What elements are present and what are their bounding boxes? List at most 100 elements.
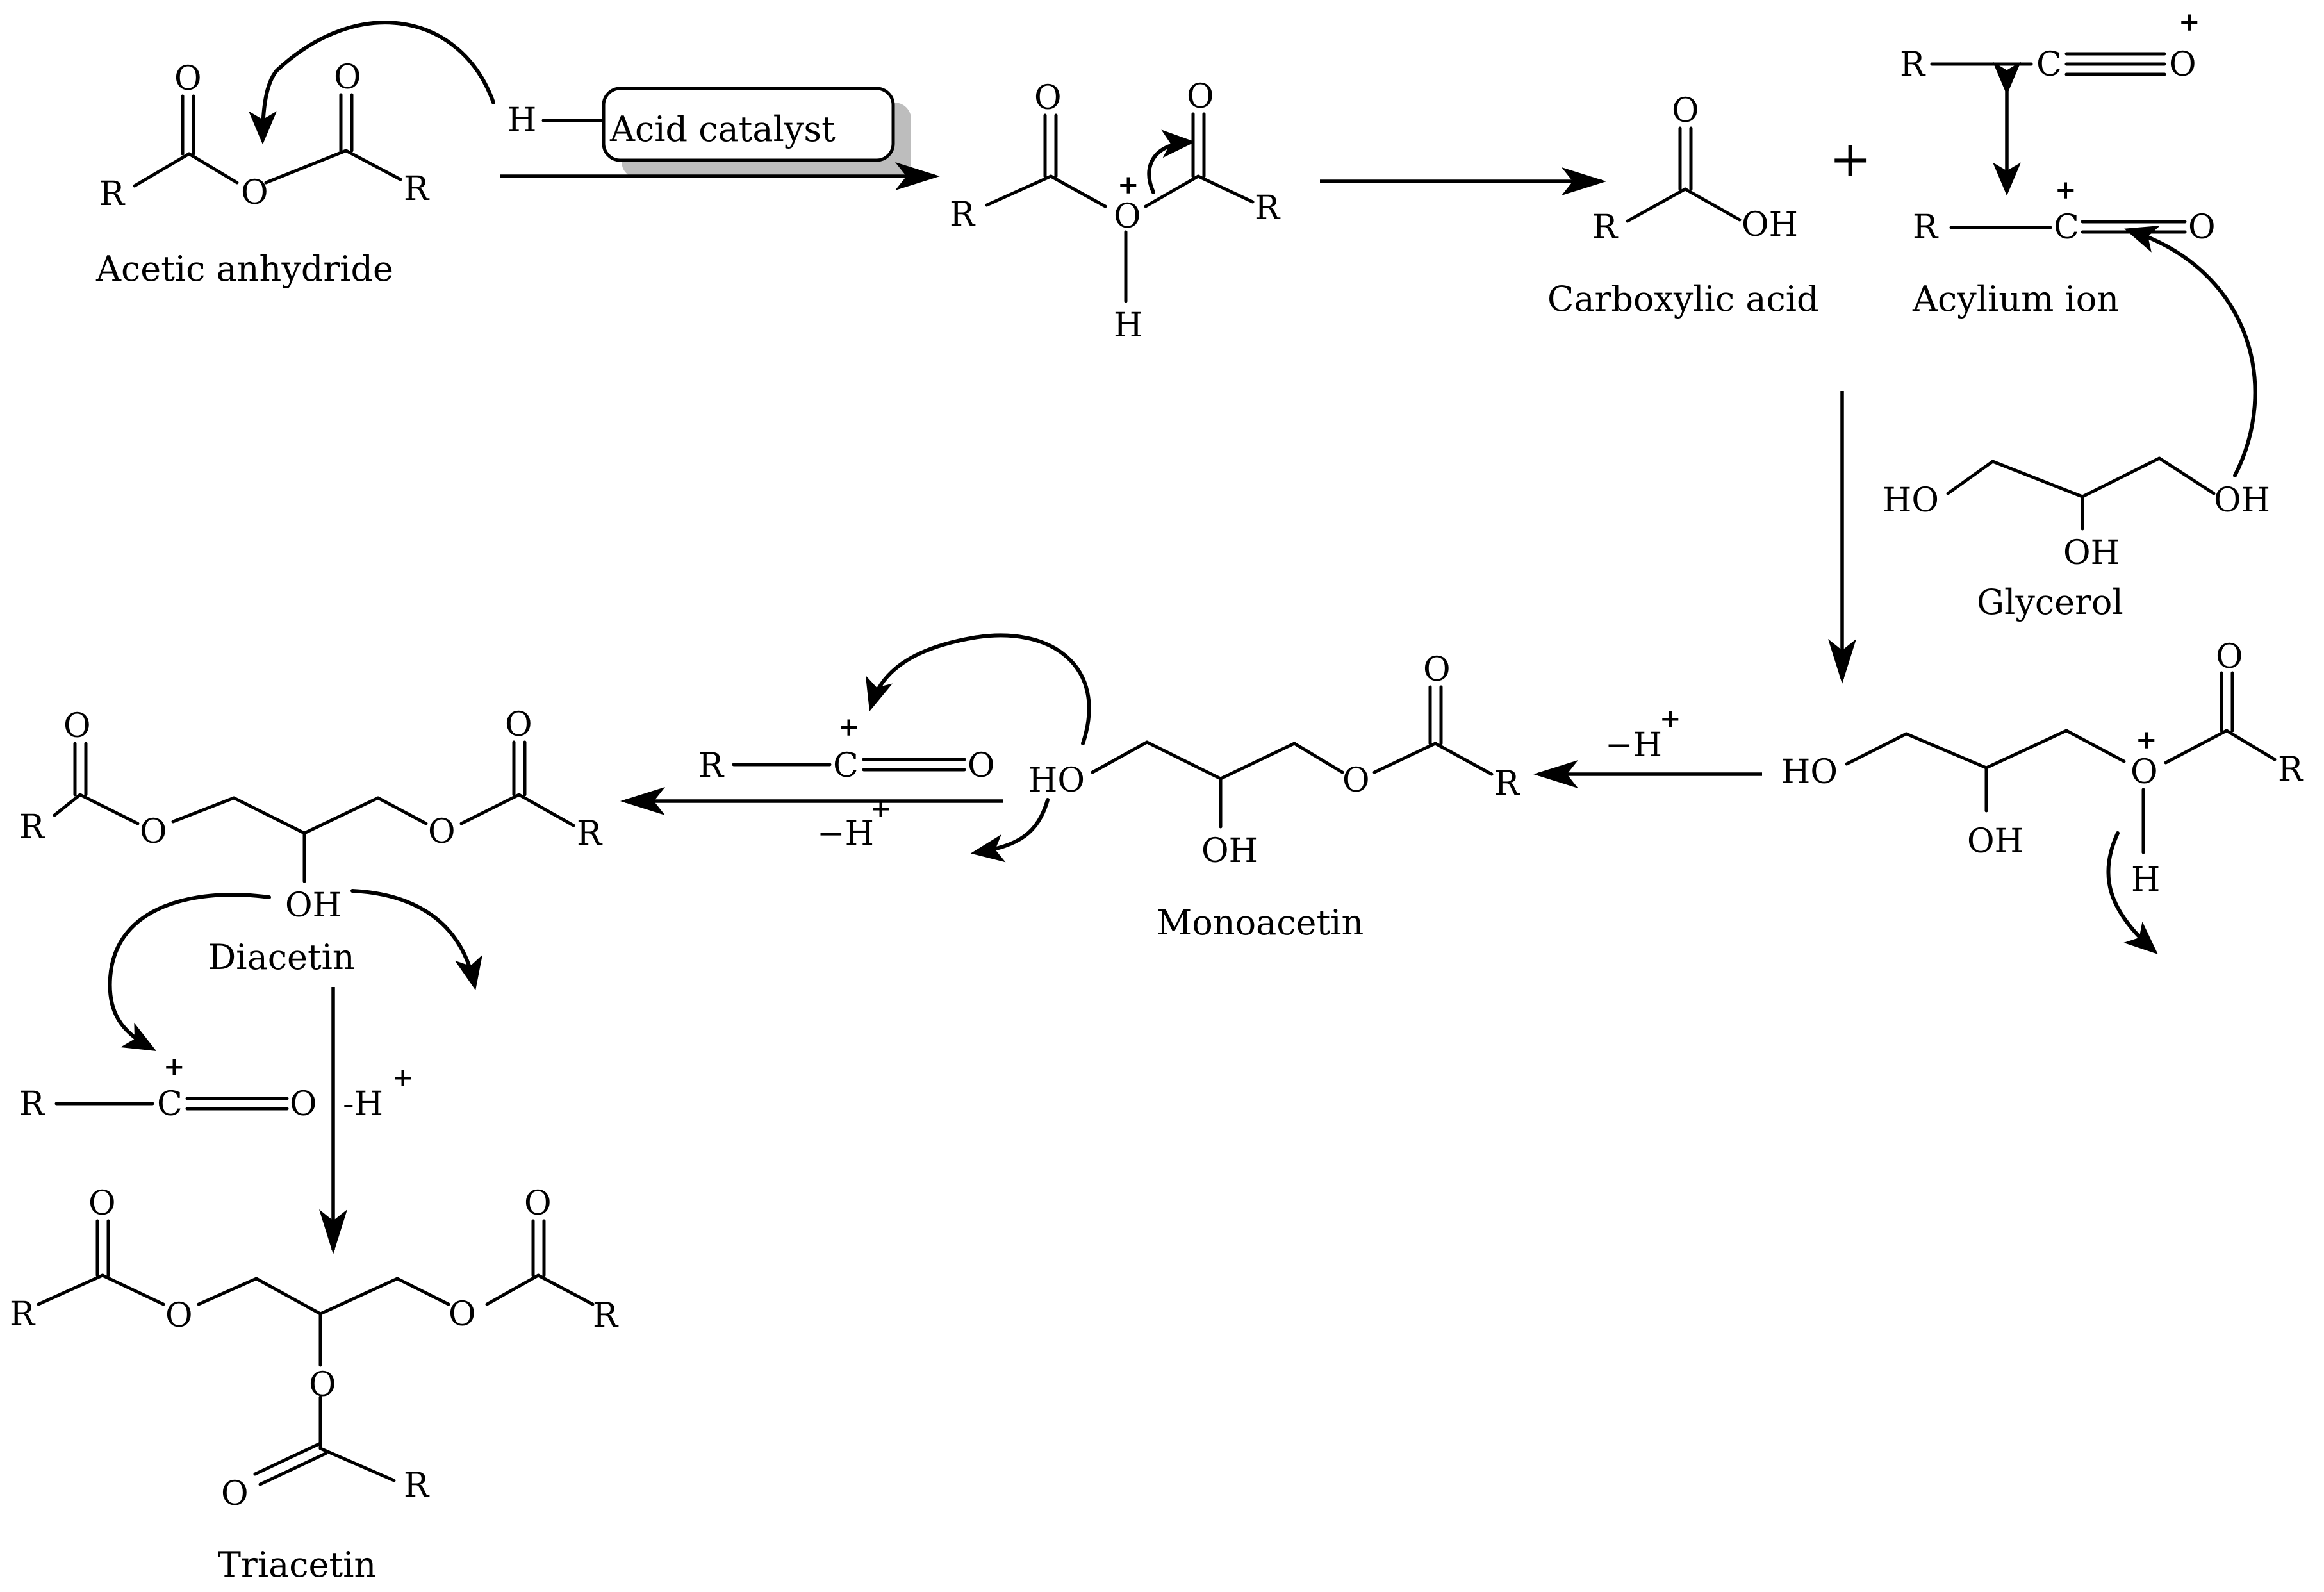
monoacetin-structure: HO OH O O R [1028,651,1520,870]
curly-arrow-deprotonation-2 [970,798,1050,863]
acyl-top-o: O [2169,46,2196,84]
curly-arrow-protonation [249,21,495,145]
step6-minus-h: -H [343,1085,383,1124]
tri-o-carbonyl-bottom: O [221,1475,249,1513]
step4-minus-h: −H [1605,726,1662,765]
acyl3-plus: + [163,1052,185,1082]
tri-o-bridge-left: O [165,1297,193,1335]
mono-oh: OH [1201,832,1258,870]
acyl-top-plus: + [2179,7,2200,37]
acylium-step5: R + C O [698,712,995,785]
mono-ho: HO [1028,761,1085,800]
pm-h: H [2131,861,2160,899]
di-oh: OH [285,886,342,925]
acylium-resonance-bottom: R + C O [1913,175,2216,247]
mono-o-carbonyl: O [1423,651,1451,689]
label-glycerol: Glycerol [1977,582,2123,622]
acyl3-r: R [19,1085,45,1124]
catalyst-h: H [507,101,536,140]
di-o-bridge-right: O [428,813,456,851]
tri-r-bottom: R [404,1466,430,1505]
acyl3-c: C [157,1085,183,1124]
plus-sign: + [1829,131,1871,188]
curly-arrow-deprotonation-3 [350,889,482,991]
acyl-bottom-o: O [2188,208,2216,247]
label-monoacetin: Monoacetin [1157,902,1364,943]
pa-plus-charge: + [1117,170,1139,200]
curly-arrow-cleavage [1147,129,1196,194]
pa-o-carbonyl-left: O [1034,79,1062,117]
acyl2-plus: + [838,712,860,742]
anhydride-r-right: R [404,170,430,208]
step5-minus-h: −H [817,815,874,853]
label-triacetin: Triacetin [218,1545,376,1585]
acyl-bottom-r: R [1913,208,1939,247]
curly-arrow-di-attack [108,893,271,1052]
acetic-anhydride-structure: R O O O R [99,58,430,213]
acyl-top-c: C [2036,46,2062,84]
acylium-step6: R + C O [19,1052,317,1124]
pa-r-right: R [1255,189,1281,228]
pm-ho: HO [1781,753,1838,792]
acid-catalyst-box [602,87,895,162]
mono-o-bridge: O [1342,761,1370,800]
pm-oh: OH [1967,822,2023,861]
triacetin-structure: R O O O O R O O R [10,1184,619,1513]
pa-r-left: R [950,195,976,234]
tri-r-left: R [10,1295,36,1334]
acyl2-c: C [833,747,859,785]
acid-catalyst-group: H Acid catalyst [507,87,911,178]
acyl3-o: O [290,1085,317,1124]
di-r-left: R [19,808,45,847]
pm-plus: + [2136,725,2157,755]
step6-plus: + [392,1063,414,1093]
curly-arrow-deprotonation-1 [2106,831,2158,954]
glycerol-structure: HO OH OH [1883,456,2270,572]
ca-r: R [1592,208,1619,247]
di-o-carbonyl-right: O [505,706,532,744]
acyl2-o: O [968,747,995,785]
label-diacetin: Diacetin [208,937,355,977]
pa-o-carbonyl-right: O [1187,78,1214,116]
gly-oh-middle: OH [2063,534,2120,572]
acyl-bottom-c: C [2054,208,2079,247]
tri-o-bridge-right: O [449,1295,476,1334]
pm-o-bridge: O [2130,753,2158,792]
acylium-resonance-top: R C O + [1900,7,2200,84]
curly-arrow-glycerol-attack [2124,225,2257,477]
pm-r: R [2278,750,2304,789]
gly-oh-right: OH [2214,481,2270,520]
acyl-bottom-plus: + [2055,175,2077,205]
gly-ho-left: HO [1883,481,1939,520]
protonated-anhydride-structure: R O + O O R H [950,78,1281,345]
di-o-bridge-left: O [140,813,167,851]
tri-o-bridge-middle: O [309,1366,336,1404]
anhydride-o-carbonyl-right: O [334,58,361,97]
label-acid-catalyst: Acid catalyst [609,109,836,149]
pa-o-bridge: O [1114,197,1141,236]
label-acylium-ion: Acylium ion [1912,279,2119,319]
step4-plus: + [1660,704,1681,734]
mono-r: R [1494,765,1520,803]
pm-o-carbonyl: O [2216,638,2243,676]
step5-plus: + [870,793,892,824]
acyl-top-r: R [1900,46,1926,84]
label-acetic-anhydride: Acetic anhydride [95,249,393,289]
di-o-carbonyl-left: O [63,707,91,745]
label-carboxylic-acid: Carboxylic acid [1547,279,1819,319]
curly-arrow-mono-attack [865,633,1091,745]
tri-r-right: R [593,1297,619,1335]
protonated-monoester-structure: HO OH + O O R H [1781,638,2304,899]
di-r-right: R [577,815,603,853]
diacetin-structure: R O O O O R OH [19,706,603,925]
carboxylic-acid-structure: R O OH [1592,92,1798,247]
acyl2-r: R [698,747,725,785]
tri-o-carbonyl-left: O [88,1184,116,1223]
pa-h: H [1114,306,1142,345]
ca-o-carbonyl: O [1672,92,1699,130]
tri-o-carbonyl-right: O [524,1184,552,1223]
anhydride-r-left: R [99,175,126,213]
anhydride-o-carbonyl-left: O [174,60,202,98]
